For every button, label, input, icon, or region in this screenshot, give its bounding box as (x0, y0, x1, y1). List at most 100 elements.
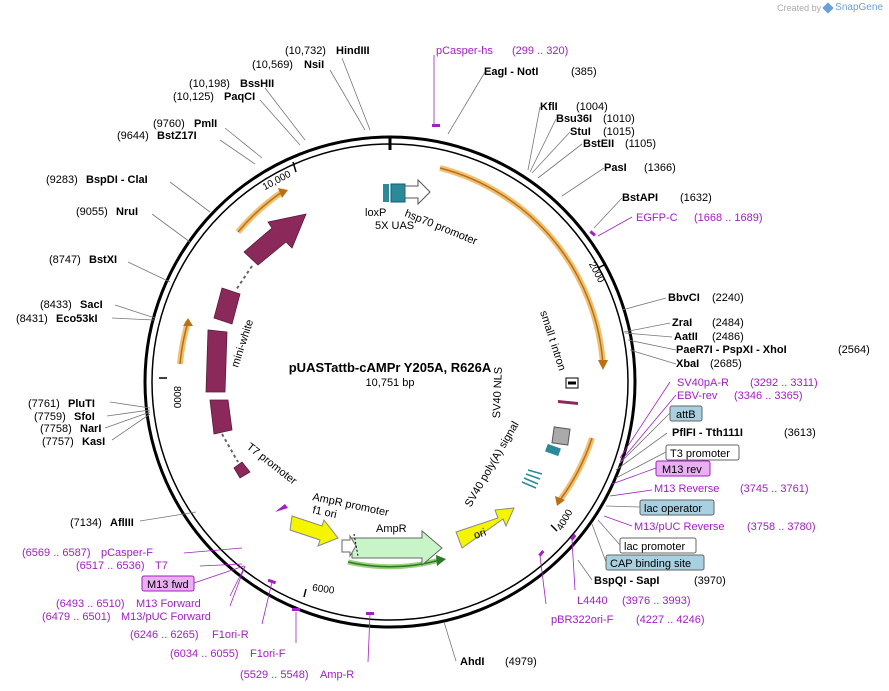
attb-site (545, 443, 561, 457)
svg-text:HindIII: HindIII (336, 45, 370, 57)
enzyme-eco53ki[interactable]: (8431)Eco53kI (16, 313, 98, 325)
enzyme-xbai[interactable]: XbaI(2685) (676, 358, 742, 370)
svg-text:BstEII: BstEII (583, 138, 614, 150)
enzyme-saci[interactable]: (8433)SacI (40, 299, 103, 311)
feature-f1-ori: f1 ori (311, 504, 337, 521)
enzyme-bbvci[interactable]: BbvCI(2240) (668, 292, 744, 304)
svg-text:lac promoter: lac promoter (624, 541, 685, 553)
svg-text:(2486): (2486) (712, 331, 744, 343)
enzyme-bspqi-sapi[interactable]: BspQI - SapI(3970) (594, 575, 726, 587)
svg-text:(1366): (1366) (644, 162, 676, 174)
svg-text:(6493 .. 6510): (6493 .. 6510) (56, 598, 125, 610)
enzyme-bsteii[interactable]: BstEII(1105) (583, 138, 656, 150)
f1-ori-arrow (289, 515, 339, 547)
uas-box (390, 183, 406, 203)
svg-text:CAP binding site: CAP binding site (610, 558, 691, 570)
enzyme-kasi[interactable]: (7757)KasI (42, 436, 105, 448)
primer-m13-puc-reverse[interactable]: M13/pUC Reverse(3758 .. 3780) (634, 521, 816, 533)
svg-text:M13/pUC Forward: M13/pUC Forward (121, 611, 211, 623)
enzyme-aatii[interactable]: AatII(2486) (674, 331, 744, 343)
primer-m13-forward[interactable]: (6493 .. 6510)M13 Forward (56, 598, 201, 610)
enzyme-pmli[interactable]: (9760)PmlI (153, 118, 217, 130)
enzyme-bsshii[interactable]: (10,198)BssHII (189, 78, 274, 90)
svg-text:(4227 .. 4246): (4227 .. 4246) (636, 614, 705, 626)
primer-f1ori-r[interactable]: (6246 .. 6265)F1ori-R (130, 629, 249, 641)
svg-text:M13 fwd: M13 fwd (147, 579, 189, 591)
svg-text:(7134): (7134) (70, 517, 102, 529)
enzyme-sfoi[interactable]: (7759)SfoI (34, 411, 95, 423)
primer-amp-r[interactable]: (5529 .. 5548)Amp-R (240, 669, 354, 681)
credit-watermark: Created by SnapGene (777, 1, 883, 14)
orange-arc-top-right (439, 165, 606, 366)
tick-6000: 6000 (311, 583, 335, 597)
enzyme-leaders (104, 57, 677, 662)
enzyme-pluti[interactable]: (7761)PluTI (28, 398, 95, 410)
enzyme-nrui[interactable]: (9055)NruI (76, 206, 138, 218)
primer-f1ori-f[interactable]: (6034 .. 6055)F1ori-F (170, 648, 286, 660)
svg-text:(3758 .. 3780): (3758 .. 3780) (747, 521, 816, 533)
boxed-label-cap-binding-site[interactable]: CAP binding site (605, 554, 705, 571)
svg-text:XbaI: XbaI (676, 358, 699, 370)
svg-text:(299 .. 320): (299 .. 320) (512, 45, 568, 57)
svg-text:(9760): (9760) (153, 118, 185, 130)
enzyme-ahdi[interactable]: AhdI(4979) (460, 656, 537, 668)
enzyme-kfli[interactable]: KflI(1004) (540, 101, 608, 113)
enzyme-bstxi[interactable]: (8747)BstXI (49, 254, 117, 266)
svg-text:(6479 .. 6501): (6479 .. 6501) (42, 611, 111, 623)
enzyme-hindiii[interactable]: (10,732)HindIII (285, 45, 370, 57)
svg-text:PaeR7I - PspXI - XhoI: PaeR7I - PspXI - XhoI (676, 344, 787, 356)
enzyme-nsii[interactable]: (10,569)NsiI (252, 59, 324, 71)
enzyme-afliii[interactable]: (7134) AflIII (70, 517, 134, 529)
primer-ebv-rev[interactable]: EBV-rev(3346 .. 3365) (677, 390, 803, 402)
enzyme-eagi-noti[interactable]: EagI - NotI(385) (484, 66, 597, 78)
mini-white-introns (221, 265, 253, 463)
svg-text:KasI: KasI (82, 436, 105, 448)
enzyme-stui[interactable]: StuI(1015) (570, 126, 635, 138)
boxed-label-m13-rev[interactable]: M13 rev (655, 460, 711, 477)
enzyme-nari[interactable]: (7758)NarI (40, 423, 101, 435)
enzyme-bstz17i[interactable]: (9644)BstZ17I (117, 130, 197, 142)
svg-text:(10,569): (10,569) (252, 59, 293, 71)
loxp-box (383, 184, 389, 202)
enzyme-pasi[interactable]: PasI(1366) (604, 162, 676, 174)
svg-text:BstZ17I: BstZ17I (157, 130, 197, 142)
enzyme-paer7i-pspxi-xhoi[interactable]: PaeR7I - PspXI - XhoI (2564) (676, 344, 870, 356)
enzyme-paqci[interactable]: (10,125)PaqCI (173, 91, 255, 103)
boxed-label-m13-fwd[interactable]: M13 fwd (141, 575, 195, 592)
boxed-label-lac-operator[interactable]: lac operator (639, 499, 715, 516)
enzyme-bspdi-clai[interactable]: (9283)BspDI - ClaI (46, 174, 148, 186)
svg-text:(2564): (2564) (838, 344, 870, 356)
primer-leaders (183, 55, 677, 663)
primer-t7[interactable]: (6517 .. 6536)T7 (76, 560, 168, 572)
primer-m13-puc-forward[interactable]: (6479 .. 6501) M13/pUC Forward (42, 611, 211, 623)
svg-text:SacI: SacI (80, 299, 103, 311)
primer-l4440[interactable]: L4440(3976 .. 3993) (577, 595, 691, 607)
primer-sv40pa-r[interactable]: SV40pA-R(3292 .. 3311) (677, 377, 818, 389)
svg-text:(4979): (4979) (505, 656, 537, 668)
svg-text:(6517 .. 6536): (6517 .. 6536) (76, 560, 145, 572)
boxed-label-attb[interactable]: attB (669, 405, 703, 422)
svg-text:(3976 .. 3993): (3976 .. 3993) (622, 595, 691, 607)
feature-loxp: loxP (365, 207, 386, 219)
boxed-label-t3-promoter[interactable]: T3 promoter (665, 444, 740, 461)
enzyme-bsu36i[interactable]: Bsu36I(1010) (556, 113, 635, 125)
enzyme-pflfi-tth111i[interactable]: PflFI - Tth111I(3613) (672, 427, 816, 439)
primer-pcasper-f[interactable]: (6569 .. 6587)pCasper-F (22, 547, 153, 559)
lac-region-features (521, 469, 543, 489)
svg-text:(3745 .. 3761): (3745 .. 3761) (740, 483, 809, 495)
boxed-label-lac-promoter[interactable]: lac promoter (619, 537, 697, 554)
enzyme-zrai[interactable]: ZraI(2484) (672, 317, 744, 329)
primer-pbr322ori-f[interactable]: pBR322ori-F(4227 .. 4246) (551, 614, 705, 626)
svg-text:AflIII: AflIII (110, 517, 134, 529)
svg-text:attB: attB (676, 409, 696, 421)
svg-text:StuI: StuI (570, 126, 591, 138)
t7-promoter-mark (275, 504, 288, 512)
svg-text:BssHII: BssHII (240, 78, 274, 90)
primer-m13-reverse[interactable]: M13 Reverse(3745 .. 3761) (654, 483, 809, 495)
feature-hsp70: hsp70 promoter (403, 208, 479, 248)
primer-pcasper-hs[interactable]: pCasper-hs(299 .. 320) (436, 45, 568, 57)
primer-egfp-c[interactable]: EGFP-C(1668 .. 1689) (636, 212, 763, 224)
svg-text:NruI: NruI (116, 206, 138, 218)
enzyme-bstapi[interactable]: BstAPI(1632) (622, 192, 712, 204)
